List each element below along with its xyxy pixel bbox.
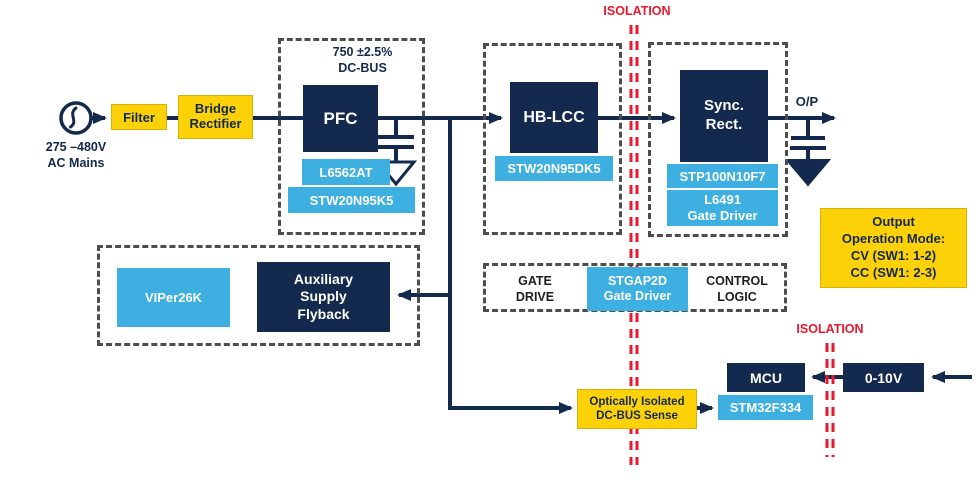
hblcc-section-outline [483,43,622,235]
hblcc-mosfet-part: STW20N95DK5 [495,156,613,181]
isolation-label-primary: ISOLATION [603,4,671,18]
control-logic-label: CONTROL LOGIC [706,274,768,304]
viper26k-part: VIPer26K [117,268,230,327]
pfc-block: PFC [303,85,378,152]
sync-rect-mosfet-part: STP100N10F7 [667,164,778,188]
mcu-block: MCU [727,363,805,392]
ac-mains-text: AC Mains [47,156,105,171]
ac-voltage: 275 –480V [45,140,107,154]
pfc-controller-part: L6562AT [302,159,390,185]
syncrect-section-outline [648,42,788,237]
isolation-label-secondary: ISOLATION [796,322,864,336]
hblcc-block: HB-LCC [510,82,598,153]
aux-supply-section-outline [97,245,420,346]
sync-rect-gate-driver-part: L6491 Gate Driver [667,190,778,226]
dc-bus-label: 750 ±2.5% DC-BUS [332,45,393,76]
bridge-rectifier-block: Bridge Rectifier [178,95,253,139]
mcu-part: STM32F334 [718,395,813,420]
pfc-section-outline [278,38,425,235]
aux-supply-flyback-block: Auxiliary Supply Flyback [257,262,390,332]
pfc-bus-capacitor-icon [378,118,414,162]
dc-bus-sense-block: Optically Isolated DC-BUS Sense [577,389,697,429]
output-ground-icon [784,159,832,187]
stgap2d-gate-driver-part: STGAP2D Gate Driver [587,267,688,311]
sync-rect-block: Sync. Rect. [680,70,768,162]
analog-input-block: 0-10V [843,363,924,392]
filter-block: Filter [111,104,167,130]
ac-mains-label: 275 –480V AC Mains [28,139,124,172]
gate-drive-label: GATE DRIVE [515,274,555,304]
output-capacitor-icon [790,118,826,160]
ac-source-icon [59,101,93,135]
output-label: O/P [795,94,819,109]
output-operation-mode-note: Output Operation Mode: CV (SW1: 1-2) CC … [820,208,967,288]
pfc-mosfet-part: STW20N95K5 [288,187,415,213]
